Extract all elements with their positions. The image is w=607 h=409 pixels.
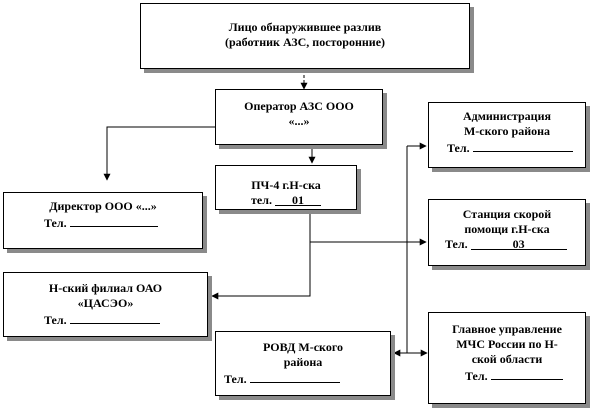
ambulance-box: Станция скорой помощи г.Н-ска Тел. 03 bbox=[428, 199, 586, 266]
admin-line2: М-ского района bbox=[463, 124, 551, 138]
ambulance-tel-value: 03 bbox=[470, 237, 567, 251]
director-box: Директор ООО «...» Тел. bbox=[3, 192, 203, 249]
fire-line1: ПЧ-4 г.Н-ска bbox=[251, 178, 321, 192]
admin-tel-blank bbox=[472, 139, 573, 152]
mchs-tel: Тел. bbox=[429, 367, 585, 384]
ambulance-line2: помощи г.Н-ска bbox=[464, 222, 550, 236]
tsaseo-line1: Н-ский филиал ОАО bbox=[48, 281, 163, 295]
fire-tel: тел. 01 bbox=[216, 193, 356, 208]
tsaseo-tel-label: Тел. bbox=[44, 313, 67, 327]
director-tel-blank bbox=[69, 214, 158, 227]
rovd-line2: района bbox=[283, 355, 323, 369]
mchs-line3: ской области bbox=[471, 352, 543, 366]
mchs-line1: Главное управление bbox=[452, 322, 562, 336]
line-fire-to-bus bbox=[309, 210, 407, 243]
operator-box: Оператор АЗС ООО «...» bbox=[215, 89, 383, 145]
source-line1: Лицо обнаружившее разлив bbox=[228, 20, 382, 34]
ambulance-tel: Тел. 03 bbox=[429, 237, 585, 252]
tsaseo-tel: Тел. bbox=[4, 311, 207, 328]
mchs-box: Главное управление МЧС России по Н- ской… bbox=[428, 312, 586, 404]
admin-line1: Администрация bbox=[462, 109, 551, 123]
rovd-line1: РОВД М-ского bbox=[263, 340, 343, 354]
ambulance-tel-label: Тел. bbox=[445, 237, 468, 251]
mchs-line2: МЧС России по Н- bbox=[456, 337, 558, 351]
arrow-operator-to-director bbox=[103, 126, 215, 181]
fire-box: ПЧ-4 г.Н-ска тел. 01 bbox=[215, 165, 357, 210]
director-tel: Тел. bbox=[4, 214, 202, 231]
tsaseo-box: Н-ский филиал ОАО «ЦАСЭО» Тел. bbox=[3, 272, 208, 337]
rovd-tel-blank bbox=[249, 370, 340, 383]
operator-line2: «...» bbox=[288, 114, 310, 128]
tsaseo-tel-blank bbox=[69, 311, 160, 324]
rovd-box: РОВД М-ского района Тел. bbox=[215, 331, 391, 396]
mchs-tel-label: Тел. bbox=[465, 369, 488, 383]
ambulance-line1: Станция скорой bbox=[462, 207, 552, 221]
mchs-tel-blank bbox=[490, 367, 563, 380]
fire-tel-label: тел. bbox=[251, 193, 272, 207]
tsaseo-line2: «ЦАСЭО» bbox=[77, 296, 134, 310]
admin-box: Администрация М-ского района Тел. bbox=[428, 102, 586, 168]
rovd-tel-label: Тел. bbox=[224, 372, 247, 386]
source-line2: (работник АЗС, посторонние) bbox=[224, 35, 386, 49]
director-tel-label: Тел. bbox=[44, 216, 67, 230]
arrow-to-tsaseo bbox=[211, 242, 311, 300]
director-line1: Директор ООО «...» bbox=[49, 199, 157, 213]
fire-tel-value: 01 bbox=[274, 193, 321, 207]
rovd-tel: Тел. bbox=[216, 370, 390, 387]
operator-line1: Оператор АЗС ООО bbox=[244, 99, 354, 113]
admin-tel-label: Тел. bbox=[447, 141, 470, 155]
source-box: Лицо обнаружившее разлив (работник АЗС, … bbox=[140, 3, 470, 69]
admin-tel: Тел. bbox=[429, 139, 585, 156]
